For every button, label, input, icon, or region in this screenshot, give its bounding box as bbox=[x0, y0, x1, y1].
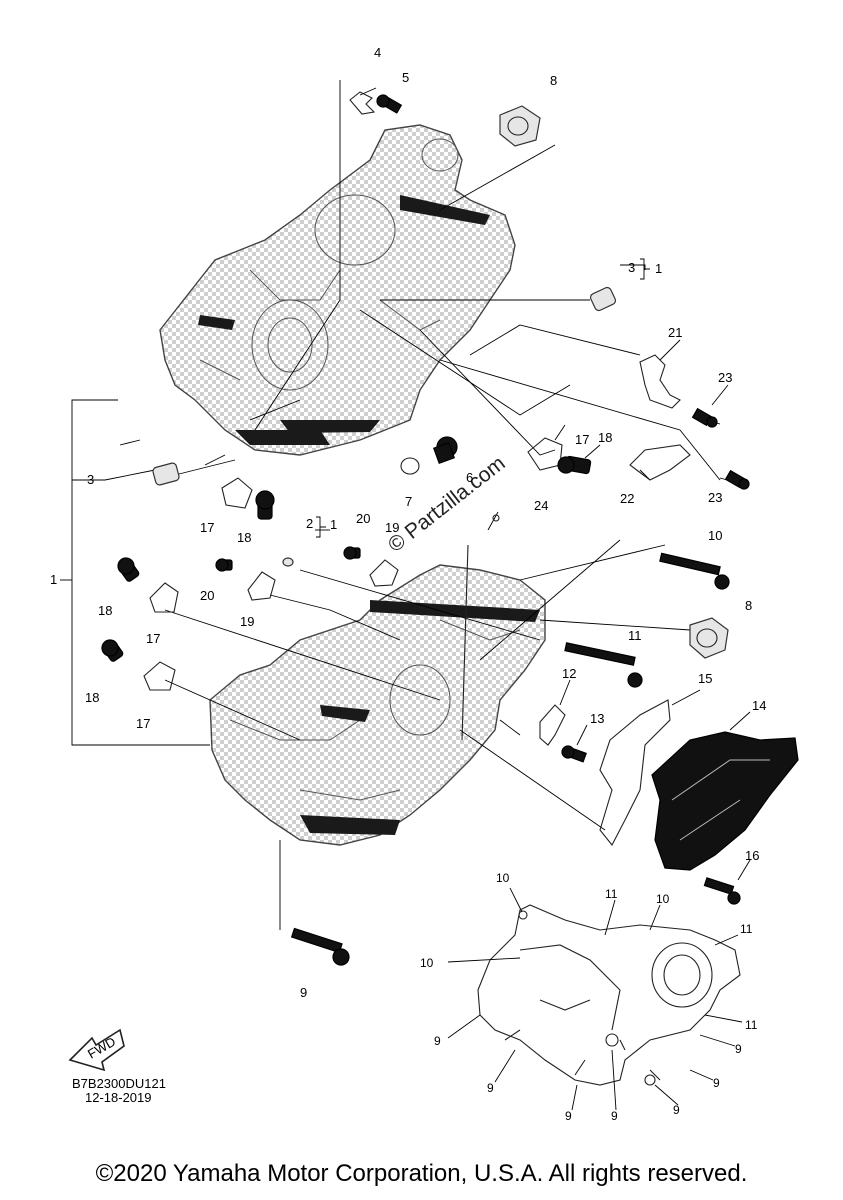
callout-3-upper: 3 bbox=[628, 260, 635, 275]
callout-18-a: 18 bbox=[598, 430, 612, 445]
callout-7: 7 bbox=[405, 494, 412, 509]
bracket-21 bbox=[639, 354, 681, 409]
callout-12: 12 bbox=[562, 666, 576, 681]
bolt-16 bbox=[703, 877, 741, 905]
bolt-18-b bbox=[255, 490, 275, 520]
nut-8-upper bbox=[499, 105, 541, 147]
key-9-f: 9 bbox=[611, 1109, 618, 1123]
callout-17-b: 17 bbox=[200, 520, 214, 535]
callout-18-d: 18 bbox=[85, 690, 99, 705]
callout-23-b: 23 bbox=[708, 490, 722, 505]
plug-6 bbox=[432, 436, 458, 465]
dowel-3-upper bbox=[589, 286, 617, 312]
nut-8-lower bbox=[689, 617, 729, 659]
gasket-19-b bbox=[247, 571, 276, 601]
oring-7 bbox=[400, 457, 420, 475]
callout-6: 6 bbox=[466, 470, 473, 485]
callout-13: 13 bbox=[590, 711, 604, 726]
lower-crankcase bbox=[209, 544, 546, 846]
callout-16: 16 bbox=[745, 848, 759, 863]
clip-4 bbox=[349, 91, 376, 115]
assembly-bracket bbox=[60, 399, 210, 746]
gasket-17-a bbox=[527, 437, 563, 471]
callout-labels: 1 3 1 3 2 1 4 5 6 7 8 8 9 10 11 12 13 14… bbox=[50, 45, 766, 1000]
diagram-date: 12-18-2019 bbox=[85, 1090, 152, 1105]
callout-17-a: 17 bbox=[575, 432, 589, 447]
gasket-17-c bbox=[149, 582, 179, 613]
bolt-18-d bbox=[101, 639, 124, 662]
bolt-11-long bbox=[564, 642, 643, 688]
clamp-22 bbox=[629, 444, 691, 481]
callout-20-b: 20 bbox=[200, 588, 214, 603]
clip-12 bbox=[539, 704, 566, 746]
callout-8-upper: 8 bbox=[550, 73, 557, 88]
key-9-g: 9 bbox=[673, 1103, 680, 1117]
watermark-text: © Partzilla.com bbox=[384, 452, 510, 557]
bolt-23-b bbox=[724, 469, 750, 490]
key-9-c: 9 bbox=[487, 1081, 494, 1095]
callout-19-a: 19 bbox=[385, 520, 399, 535]
key-9-b: 9 bbox=[735, 1042, 742, 1056]
bolt-13 bbox=[561, 745, 587, 763]
copyright-notice: ©2020 Yamaha Motor Corporation, U.S.A. A… bbox=[95, 1160, 748, 1187]
pin-24 bbox=[492, 514, 500, 522]
callout-17-d: 17 bbox=[136, 716, 150, 731]
callout-14: 14 bbox=[752, 698, 766, 713]
callout-3-left: 3 bbox=[87, 472, 94, 487]
gasket-19-a bbox=[369, 559, 399, 587]
key-10-a: 10 bbox=[496, 871, 510, 885]
bolt-18-c bbox=[117, 557, 140, 582]
gasket-17-d bbox=[143, 661, 176, 691]
key-9-a: 9 bbox=[434, 1034, 441, 1048]
small-parts bbox=[101, 91, 799, 966]
callout-4: 4 bbox=[374, 45, 381, 60]
callout-15: 15 bbox=[698, 671, 712, 686]
callout-22: 22 bbox=[620, 491, 634, 506]
bolt-23-a bbox=[691, 407, 718, 428]
key-callout-labels: 10 10 10 11 11 11 9 9 9 9 9 9 9 9 bbox=[420, 871, 758, 1123]
callout-1-bracket-a: 1 bbox=[655, 261, 662, 276]
key-10-c: 10 bbox=[420, 956, 434, 970]
cover-14 bbox=[651, 731, 799, 871]
leader-lines bbox=[119, 80, 751, 930]
callout-17-c: 17 bbox=[146, 631, 160, 646]
callout-21: 21 bbox=[668, 325, 682, 340]
callout-24: 24 bbox=[534, 498, 548, 513]
callout-20-a: 20 bbox=[356, 511, 370, 526]
key-10-b: 10 bbox=[656, 892, 670, 906]
key-11-c: 11 bbox=[745, 1018, 758, 1032]
callout-9-bolt: 9 bbox=[300, 985, 307, 1000]
callout-18-c: 18 bbox=[98, 603, 112, 618]
gasket-17-b bbox=[221, 477, 253, 509]
bolt-18-a bbox=[557, 455, 592, 475]
bolt-position-key bbox=[447, 887, 743, 1111]
callout-23-a: 23 bbox=[718, 370, 732, 385]
key-9-d: 9 bbox=[713, 1076, 720, 1090]
dowel-3-left bbox=[152, 462, 180, 486]
bolt-20-a bbox=[343, 546, 361, 560]
callout-1-assembly: 1 bbox=[50, 572, 57, 587]
bolt-9 bbox=[290, 927, 350, 966]
callout-5: 5 bbox=[402, 70, 409, 85]
fwd-arrow-icon: FWD bbox=[68, 1028, 125, 1072]
key-11-a: 11 bbox=[605, 887, 618, 901]
upper-crankcase bbox=[159, 124, 516, 456]
callout-18-b: 18 bbox=[237, 530, 251, 545]
dowel-2 bbox=[282, 557, 294, 567]
callout-10-bolt: 10 bbox=[708, 528, 722, 543]
key-9-e: 9 bbox=[565, 1109, 572, 1123]
gasket-15 bbox=[599, 699, 671, 847]
bolt-10-long bbox=[659, 552, 730, 590]
callout-8-lower: 8 bbox=[745, 598, 752, 613]
key-11-b: 11 bbox=[740, 922, 753, 936]
fwd-label: FWD bbox=[85, 1034, 118, 1062]
callout-1-bracket-b: 1 bbox=[330, 517, 337, 532]
callout-11-bolt: 11 bbox=[628, 628, 642, 643]
callout-2: 2 bbox=[306, 516, 313, 531]
bolt-5 bbox=[376, 94, 403, 114]
callout-19-b: 19 bbox=[240, 614, 254, 629]
bolt-20-b bbox=[215, 558, 233, 572]
part-code: B7B2300DU121 bbox=[72, 1076, 166, 1091]
